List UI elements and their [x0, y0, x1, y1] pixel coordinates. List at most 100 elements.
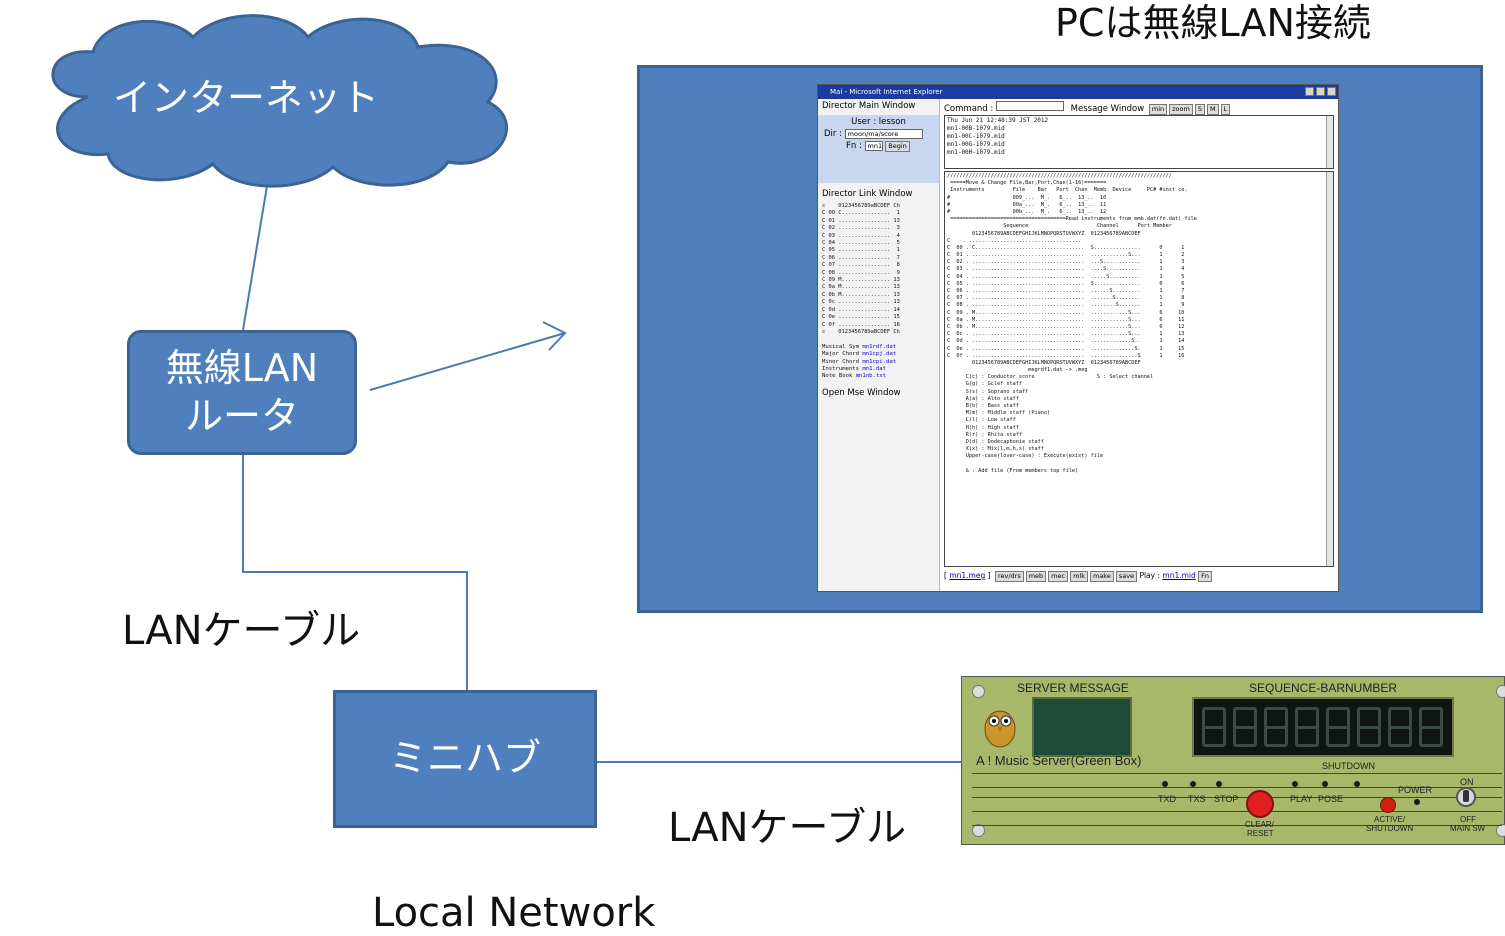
begin-button[interactable]: Begin [885, 141, 910, 152]
fn-label: Fn : [846, 141, 862, 151]
display-digit [1233, 707, 1257, 747]
message-window-zoom-button[interactable]: zoom [1169, 104, 1193, 115]
output-line: Upper-case(lover-case) : Execute(exist) … [947, 453, 1104, 460]
minimize-button[interactable] [1305, 87, 1314, 96]
mascot-bird-icon [984, 710, 1016, 748]
file-link[interactable]: mn1nb.txt [855, 372, 886, 379]
internet-label: インターネット [113, 76, 380, 120]
output-line: C . .................................... [947, 237, 1082, 244]
link-row: C 0f ................ 16 [822, 321, 900, 328]
output-line: # 00b_... M_. 6_.. 13_.. 12 [947, 208, 1107, 215]
play-link[interactable]: mn1.mid [1162, 571, 1196, 580]
internet-router-line [242, 179, 269, 331]
message-window-l-button[interactable]: L [1220, 104, 1231, 115]
output-line: # 009_... M_. 6_.. 13_.. 10 [947, 194, 1107, 201]
message-window-s-button[interactable]: S [1194, 104, 1205, 115]
meg-file-link[interactable]: mn1.meg [949, 571, 986, 580]
link-row: C 00 C............... 1 [822, 210, 900, 217]
internet-cloud: インターネット [18, 2, 538, 192]
browser-window: Mai - Microsoft Internet Explorer Direct… [817, 84, 1339, 592]
display-digit [1388, 707, 1412, 747]
log-line: mn1-00B-1079.mid [947, 125, 1005, 132]
digit-segment [1422, 726, 1440, 729]
dir-input[interactable]: moon/ma/score [844, 129, 923, 139]
output-line: # 00a_... M_. 6_.. 13_.. 11 [947, 201, 1107, 208]
panel-line-2 [972, 787, 1502, 788]
clear-reset-button[interactable] [1246, 790, 1274, 818]
file-link[interactable]: mn1.dat [862, 365, 886, 372]
output-line: C 0f . .................................… [947, 352, 1185, 359]
bottom-bracket-open: [ [944, 571, 947, 580]
output-line: D(d) : Dodecaphonie staff [947, 438, 1044, 445]
close-button[interactable] [1327, 87, 1336, 96]
clear-reset-label-2: RESET [1247, 829, 1274, 838]
device-name-label: A ! Music Server(Green Box) [976, 753, 1142, 768]
save-button[interactable]: save [1115, 571, 1138, 582]
mlk-button[interactable]: mlk [1070, 571, 1088, 582]
link-row: C 08 ................ 9 [822, 269, 900, 276]
dir-label: Dir : [824, 129, 842, 139]
fn-input[interactable]: mn1 [864, 141, 883, 151]
file-link[interactable]: mn1rdf.dat [862, 344, 897, 351]
output-line: 0123456789ABCDEFGHIJKLMNOPQRSTUVWXYZ 012… [947, 230, 1141, 237]
active-shutdown-button[interactable] [1380, 797, 1396, 813]
pc-panel: Mai - Microsoft Internet Explorer Direct… [637, 65, 1483, 613]
fn-bottom-button[interactable]: Fn [1198, 571, 1213, 582]
link-window-title: Director Link Window [822, 189, 913, 199]
browser-titlebar: Mai - Microsoft Internet Explorer [818, 85, 1338, 99]
link-row: C 0e ................ 15 [822, 314, 900, 321]
output-line [947, 461, 1331, 468]
command-label: Command : [944, 104, 994, 114]
output-line: A(a) : Alto staff [947, 395, 1019, 402]
maximize-button[interactable] [1316, 87, 1325, 96]
link-row: C 0a M............... 13 [822, 284, 900, 291]
output-line: C 0c . .................................… [947, 331, 1185, 338]
led-7 [1414, 799, 1420, 805]
router-label-line2: ルータ [184, 393, 299, 438]
rev-drs-button[interactable]: rev/drs [994, 571, 1024, 582]
mec-button[interactable]: mec [1048, 571, 1069, 582]
main-scrollbar[interactable] [1326, 172, 1333, 566]
output-line: C 01 . .................................… [947, 252, 1185, 259]
log-line: mn1-00H-1079.mid [947, 149, 1005, 156]
file-link[interactable]: mn1cpj.dat [862, 351, 897, 358]
output-line: C 07 . .................................… [947, 295, 1185, 302]
make-button[interactable]: make [1089, 571, 1114, 582]
mini-hub-node: ミニハブ [333, 690, 597, 828]
log-line: Thu Jun 21 12:48:39 JST 2012 [947, 117, 1049, 124]
output-line: C 0a . M................................… [947, 316, 1185, 323]
message-window-m-button[interactable]: M [1206, 104, 1219, 115]
output-line: S(s) : Soprano staff [947, 388, 1029, 395]
file-row: Note Book mn1nb.txt [822, 373, 939, 380]
wireless-router-node: 無線LAN ルータ [127, 330, 357, 455]
panel-line-4 [972, 811, 1502, 812]
log-scrollbar[interactable] [1326, 116, 1333, 168]
display-digit [1202, 707, 1226, 747]
output-line: M(m) : Middle staff (Piano) [947, 410, 1051, 417]
output-line: C 0b . M................................… [947, 323, 1185, 330]
file-row: Instruments mn1.dat [822, 366, 939, 373]
browser-content: Director Main Window User : lesson Dir :… [818, 99, 1338, 591]
file-row-label: Minor Chord [822, 358, 860, 365]
message-window-min-button[interactable]: min [1148, 104, 1168, 115]
open-mse-window-link[interactable]: Open Mse Window [822, 387, 901, 398]
display-digit [1326, 707, 1350, 747]
command-input[interactable] [995, 101, 1064, 111]
output-line: C 0d . .................................… [947, 338, 1185, 345]
led-3 [1216, 781, 1222, 787]
server-message-display [1032, 697, 1132, 757]
link-row: c 0123456789aBCDEF Ch [822, 328, 900, 335]
meb-button[interactable]: meb [1025, 571, 1047, 582]
panel-line-1 [972, 773, 1502, 774]
link-row: C 0b M............... 13 [822, 291, 900, 298]
output-line: L(l) : Low staff [947, 417, 1016, 424]
message-window-label: Message Window [1070, 104, 1145, 114]
main-power-switch-lever [1463, 790, 1469, 802]
file-link[interactable]: mn1cpi.dat [862, 358, 897, 365]
